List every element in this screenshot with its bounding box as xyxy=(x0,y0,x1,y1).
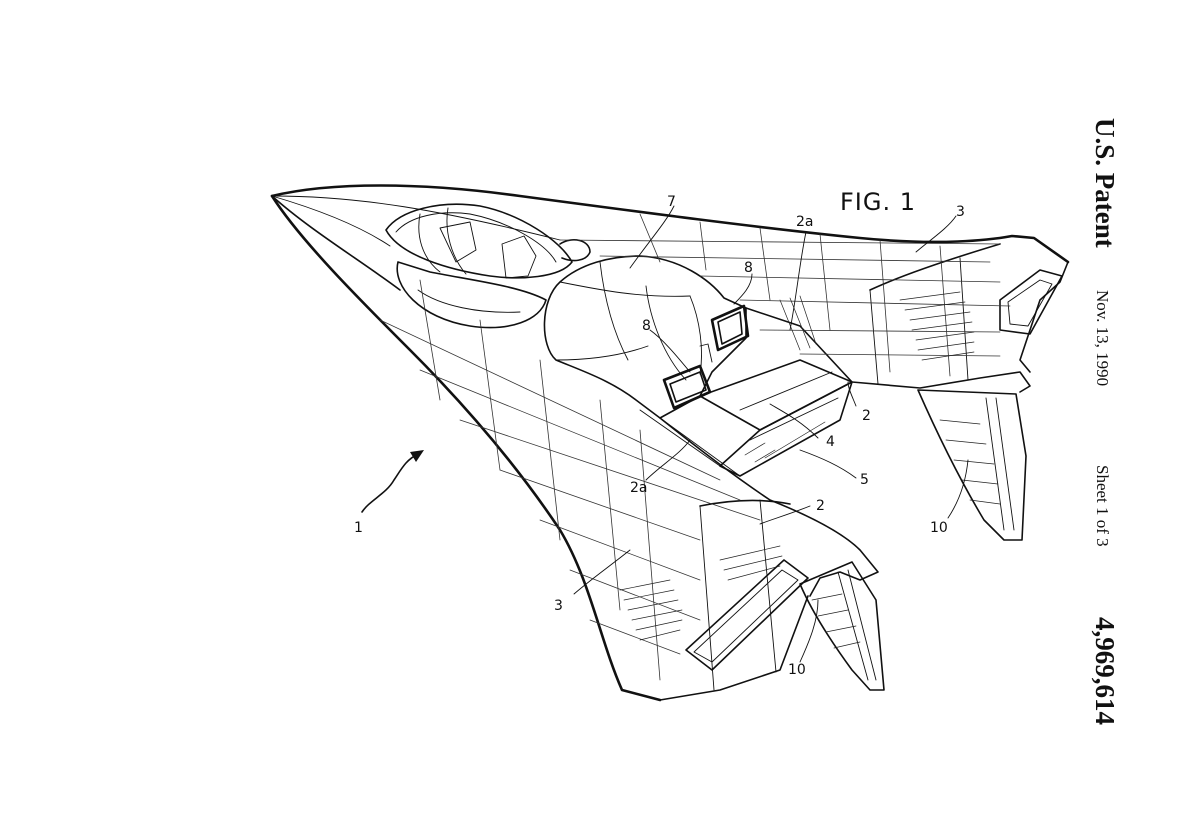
ref-2-right: 2 xyxy=(862,408,871,424)
lower-wing xyxy=(379,279,879,701)
patent-date: Nov. 13, 1990 xyxy=(1093,290,1112,387)
ref-7: 7 xyxy=(667,194,676,210)
ref-10-right: 10 xyxy=(930,520,948,536)
reference-numerals: 1 7 2a 3 8 8 2 4 5 2a 2 3 10 10 xyxy=(354,194,965,678)
patent-header-label: U.S. Patent xyxy=(1090,118,1120,248)
ref-8-right: 8 xyxy=(744,260,753,276)
ref-1: 1 xyxy=(354,520,363,536)
leader-lines xyxy=(573,205,969,663)
ref-2a-top: 2a xyxy=(796,214,814,230)
canopy xyxy=(385,203,591,329)
ref-3-top: 3 xyxy=(956,204,965,220)
ref-8-left: 8 xyxy=(642,318,651,334)
ref-2a-bottom: 2a xyxy=(630,480,648,496)
fins xyxy=(799,389,1027,691)
ref-3-bottom: 3 xyxy=(554,598,563,614)
ref-5: 5 xyxy=(860,472,869,488)
figure-label: FIG. 1 xyxy=(840,188,916,216)
arrow-1 xyxy=(361,450,424,513)
patent-number: 4,969,614 xyxy=(1090,617,1120,725)
fuselage-outline xyxy=(270,184,1070,702)
ref-2-left: 2 xyxy=(816,498,825,514)
sheet-count: Sheet 1 of 3 xyxy=(1093,465,1112,547)
ref-10-left: 10 xyxy=(788,662,806,678)
engine-hump xyxy=(543,255,750,419)
ref-4: 4 xyxy=(826,434,835,450)
